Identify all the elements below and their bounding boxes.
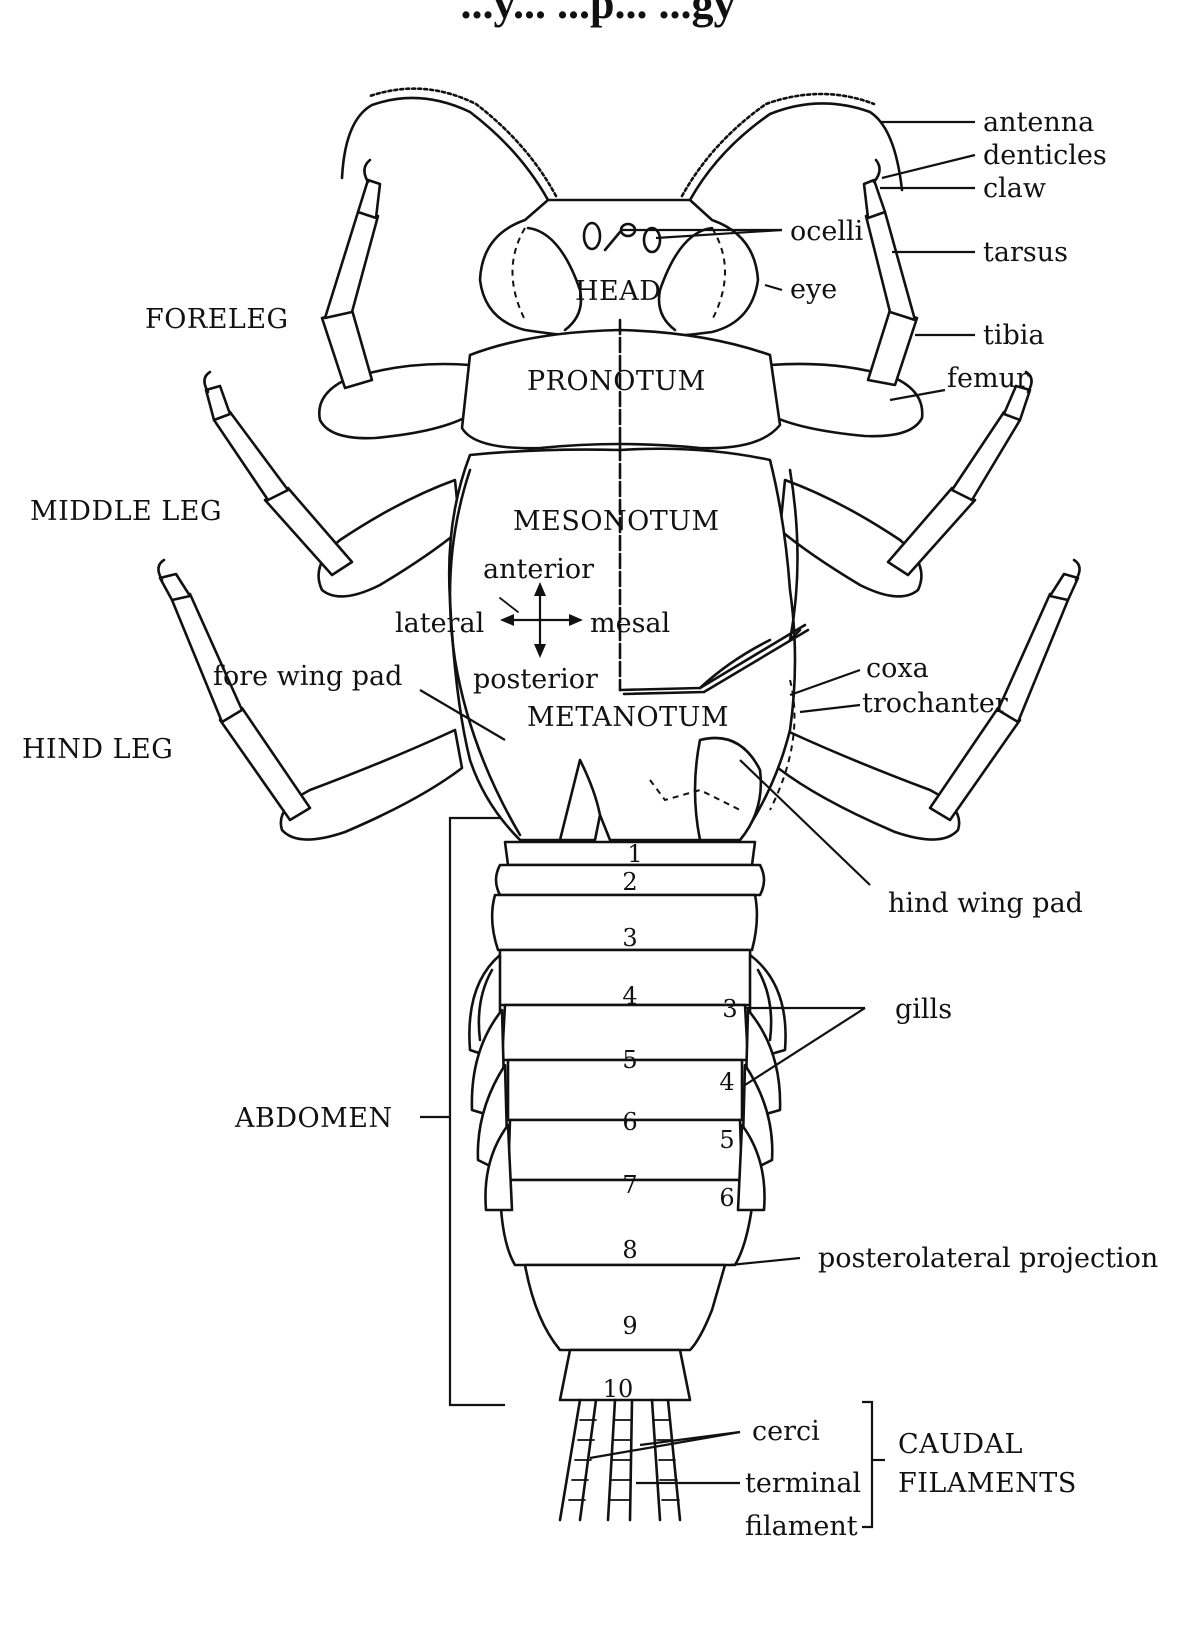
segment-number: 3 bbox=[622, 924, 637, 952]
label-hind-wing-pad: hind wing pad bbox=[888, 888, 1083, 919]
diagram-title: ...y... ...p... ...gy bbox=[460, 0, 735, 28]
label-tarsus: tarsus bbox=[983, 237, 1068, 268]
label-posterolateral-projection: posterolateral projection bbox=[818, 1243, 1158, 1274]
head bbox=[480, 200, 758, 338]
gill-number: 3 bbox=[722, 995, 737, 1023]
segment-number: 5 bbox=[622, 1046, 637, 1074]
label-denticles: denticles bbox=[983, 140, 1107, 171]
segment-number: 6 bbox=[622, 1108, 637, 1136]
segment-number: 4 bbox=[622, 982, 637, 1010]
segment-number: 2 bbox=[622, 868, 637, 896]
label-eye: eye bbox=[790, 274, 837, 305]
label-antenna: antenna bbox=[983, 107, 1094, 138]
segment-number: 8 bbox=[622, 1236, 637, 1264]
segment-number: 9 bbox=[622, 1312, 637, 1340]
label-gills: gills bbox=[895, 994, 952, 1025]
label-filament: filament bbox=[745, 1511, 858, 1542]
label-coxa: coxa bbox=[866, 653, 929, 684]
label-anterior: anterior bbox=[483, 554, 594, 585]
label-metanotum: METANOTUM bbox=[527, 702, 729, 733]
label-foreleg: FORELEG bbox=[145, 304, 289, 335]
label-mesal: mesal bbox=[590, 608, 670, 639]
label-filaments: FILAMENTS bbox=[898, 1468, 1077, 1499]
label-femur: femur bbox=[947, 363, 1029, 394]
label-ocelli: ocelli bbox=[790, 216, 864, 247]
label-posterior: posterior bbox=[473, 664, 598, 695]
label-caudal: CAUDAL bbox=[898, 1429, 1023, 1460]
gill-number: 6 bbox=[719, 1184, 734, 1212]
label-hind-leg: HIND LEG bbox=[22, 734, 173, 765]
label-cerci: cerci bbox=[752, 1416, 820, 1447]
label-pronotum: PRONOTUM bbox=[527, 366, 706, 397]
caudal-filaments bbox=[560, 1400, 680, 1520]
label-abdomen: ABDOMEN bbox=[234, 1103, 393, 1134]
label-middle-leg: MIDDLE LEG bbox=[30, 496, 222, 527]
segment-number: 10 bbox=[603, 1375, 634, 1403]
label-mesonotum: MESONOTUM bbox=[513, 506, 720, 537]
segment-number: 7 bbox=[622, 1171, 637, 1199]
label-claw: claw bbox=[983, 173, 1046, 204]
caudal-bracket bbox=[862, 1402, 885, 1527]
antennae bbox=[342, 89, 902, 200]
gill-number: 4 bbox=[719, 1068, 734, 1096]
segment-number: 1 bbox=[627, 840, 642, 868]
label-lateral: lateral bbox=[395, 608, 484, 639]
gill-number: 5 bbox=[719, 1126, 734, 1154]
label-terminal: terminal bbox=[745, 1468, 861, 1499]
label-head: HEAD bbox=[575, 276, 661, 307]
label-fore-wing-pad: fore wing pad bbox=[213, 661, 402, 692]
label-tibia: tibia bbox=[983, 320, 1045, 351]
label-trochanter: trochanter bbox=[862, 688, 1008, 719]
